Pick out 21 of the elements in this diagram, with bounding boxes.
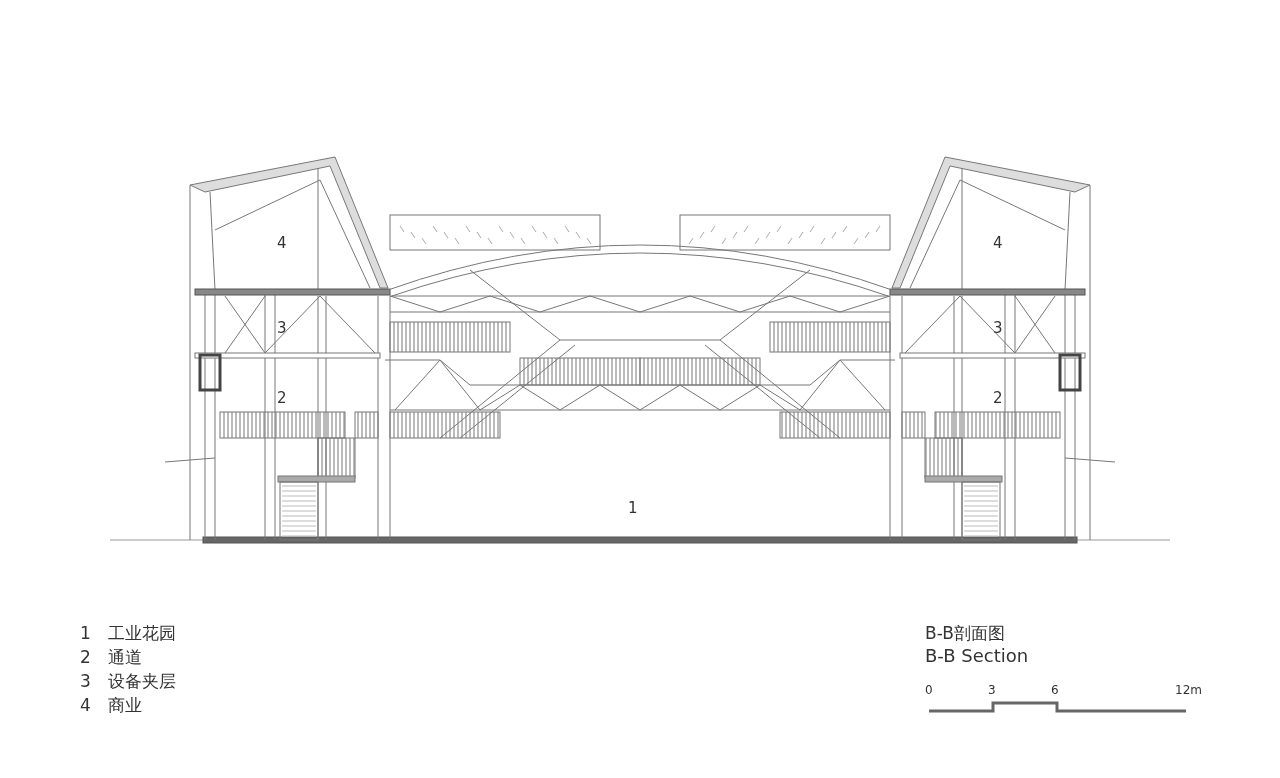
legend-number: 1 [80, 625, 91, 642]
drawing-title: B-B剖面图 [925, 625, 1005, 642]
zone-number: 4 [993, 236, 1003, 251]
zone-number: 3 [277, 321, 287, 336]
scale-label: 3 [988, 684, 996, 696]
scale-label: 0 [925, 684, 933, 696]
zone-number: 3 [993, 321, 1003, 336]
legend-text: 通道 [108, 649, 142, 666]
legend-number: 2 [80, 649, 91, 666]
zone-number: 2 [993, 391, 1003, 406]
zone-number: 1 [628, 501, 638, 516]
legend-text: 设备夹层 [108, 673, 176, 690]
drawing-subtitle: B-B Section [925, 647, 1029, 665]
zone-number: 4 [277, 236, 287, 251]
scale-label: 12m [1175, 684, 1202, 696]
legend-text: 商业 [108, 697, 142, 714]
legend-number: 3 [80, 673, 91, 690]
legend-text: 工业花园 [108, 625, 176, 642]
scale-label: 6 [1051, 684, 1059, 696]
legend-number: 4 [80, 697, 91, 714]
zone-number: 2 [277, 391, 287, 406]
